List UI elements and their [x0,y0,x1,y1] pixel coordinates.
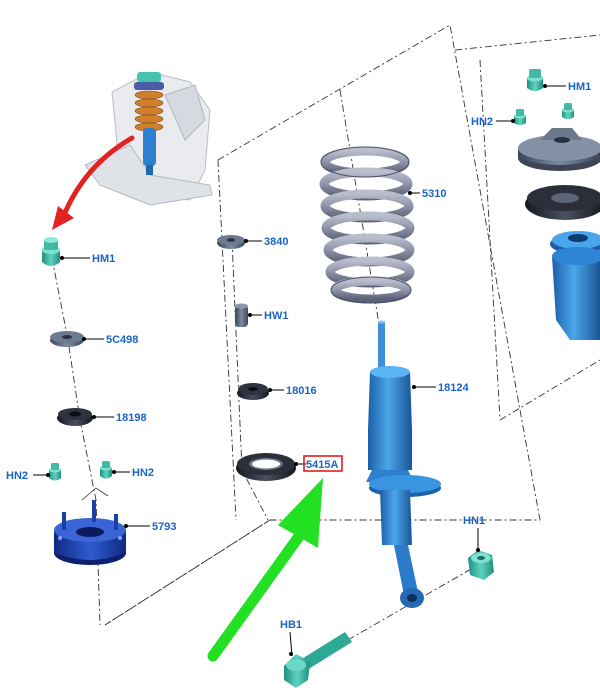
part-3840-washer[interactable] [217,235,245,249]
part-hn2-nut-b[interactable] [100,461,112,479]
part-5415a-insulator[interactable] [236,453,296,481]
part-5c498-washer[interactable] [50,331,84,347]
red-arrow [52,135,135,230]
part-hn2-nut-right-b[interactable] [562,103,574,119]
part-insulator-right[interactable] [525,185,600,220]
label-3840[interactable]: 3840 [264,236,288,248]
part-hw1-spacer[interactable] [235,303,248,328]
part-upper-mount-right[interactable] [518,128,600,171]
part-5793-upper-mount[interactable] [54,500,126,565]
label-5310[interactable]: 5310 [422,188,446,200]
part-hb1-bolt[interactable] [284,632,352,688]
stud-guide-lines [81,487,109,501]
label-hw1[interactable]: HW1 [264,310,288,322]
label-hm1-left[interactable]: HM1 [92,253,115,265]
assembly-thumbnail [84,71,213,206]
part-hn2-nut-a[interactable] [49,463,61,481]
highlight-box-5415a [303,455,343,472]
label-18016[interactable]: 18016 [286,385,317,397]
part-damper-right[interactable] [550,231,600,340]
label-5415a[interactable]: 5415A [306,459,338,471]
label-hm1-right[interactable]: HM1 [568,81,591,93]
leader-hb1 [289,631,293,657]
label-hn2-a[interactable]: HN2 [6,470,28,482]
label-18198[interactable]: 18198 [116,412,147,424]
part-18016-bushing[interactable] [237,383,269,400]
part-18124-damper[interactable] [366,320,441,609]
label-hb1[interactable]: HB1 [280,619,302,631]
part-hn1-nut[interactable] [468,550,494,580]
part-hn2-nut-right[interactable] [514,109,526,125]
part-5310-coil-spring[interactable] [319,146,415,304]
label-hn2-right[interactable]: HN2 [471,116,493,128]
label-5793[interactable]: 5793 [152,521,176,533]
label-5c498[interactable]: 5C498 [106,334,138,346]
label-18124[interactable]: 18124 [438,382,469,394]
part-18198-insulator[interactable] [57,408,93,426]
part-hm1-nut[interactable] [42,237,60,266]
part-hm1-nut-right[interactable] [527,69,543,91]
label-hn1[interactable]: HN1 [463,515,485,527]
label-hn2-b[interactable]: HN2 [132,467,154,479]
green-arrow [207,478,323,662]
